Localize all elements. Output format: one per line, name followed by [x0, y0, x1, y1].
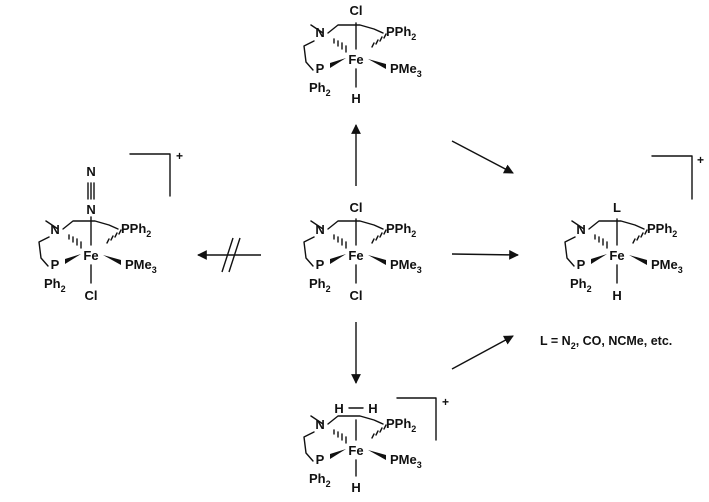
- axial-ligand-top: L: [613, 200, 621, 215]
- metal-center: Fe: [609, 248, 624, 263]
- complex-right-ligand-hydride: L H Fe N P PPh2 PMe3 Ph2: [564, 200, 683, 303]
- axial-ligand-top: Cl: [350, 3, 363, 18]
- charge-bracket-right: [651, 155, 693, 200]
- metal-center: Fe: [83, 248, 98, 263]
- blocked-slash-2: [228, 237, 241, 273]
- pme3-group: PMe3: [390, 61, 422, 79]
- ph2-group: Ph2: [309, 276, 331, 294]
- charge-bracket-left: [129, 153, 171, 197]
- pph2-group: PPh2: [121, 221, 151, 239]
- blocked-slash-1: [221, 237, 234, 273]
- dinitrogen-terminal-n: N: [86, 164, 95, 179]
- amine-nitrogen: N: [315, 417, 324, 432]
- ligand-legend: L = N2, CO, NCMe, etc.: [540, 334, 672, 351]
- phosphine-phosphorus: P: [316, 61, 325, 76]
- arrow-top-to-right: [451, 140, 514, 174]
- ph2-group: Ph2: [44, 276, 66, 294]
- arrow-bottom-to-right: [451, 335, 514, 370]
- charge-sign-right: +: [697, 153, 704, 167]
- pph2-group: PPh2: [386, 221, 416, 239]
- pph2-group: PPh2: [647, 221, 677, 239]
- metal-center: Fe: [348, 248, 363, 263]
- dihydrogen-h-right: H: [368, 401, 377, 416]
- phosphine-phosphorus: P: [577, 257, 586, 272]
- axial-ligand-top: Cl: [350, 200, 363, 215]
- arrow-center-to-right: [451, 249, 519, 260]
- amine-nitrogen: N: [50, 222, 59, 237]
- metal-center: Fe: [348, 52, 363, 67]
- pph2-group: PPh2: [386, 24, 416, 42]
- amine-nitrogen: N: [315, 222, 324, 237]
- complex-left-dinitrogen-chloride: N N Cl Fe N P PPh2 PMe3 Ph2: [38, 164, 157, 303]
- ph2-group: Ph2: [570, 276, 592, 294]
- ph2-group: Ph2: [309, 80, 331, 98]
- dinitrogen-bound-n: N: [86, 202, 95, 217]
- axial-ligand-bottom: H: [351, 480, 360, 495]
- phosphine-phosphorus: P: [51, 257, 60, 272]
- phosphine-phosphorus: P: [316, 257, 325, 272]
- charge-sign-bottom: +: [442, 395, 449, 409]
- complex-bottom-dihydrogen-hydride: H H H Fe N P PPh2 PMe3 Ph2: [303, 401, 422, 495]
- axial-ligand-bottom: H: [612, 288, 621, 303]
- pme3-group: PMe3: [390, 257, 422, 275]
- charge-sign-left: +: [176, 149, 183, 163]
- amine-nitrogen: N: [576, 222, 585, 237]
- amine-nitrogen: N: [315, 25, 324, 40]
- pph2-group: PPh2: [386, 416, 416, 434]
- phosphine-phosphorus: P: [316, 452, 325, 467]
- complex-top-chloride-hydride: Cl H Fe N P PPh2 PMe3 Ph2: [303, 3, 422, 106]
- axial-ligand-bottom: Cl: [350, 288, 363, 303]
- metal-center: Fe: [348, 443, 363, 458]
- ph2-group: Ph2: [309, 471, 331, 489]
- dihydrogen-h-left: H: [334, 401, 343, 416]
- complex-center-dichloride: Cl Cl Fe N P PPh2 PMe3 Ph2: [303, 200, 422, 303]
- axial-ligand-bottom: Cl: [85, 288, 98, 303]
- charge-bracket-bottom: [396, 397, 437, 441]
- axial-ligand-bottom: H: [351, 91, 360, 106]
- pme3-group: PMe3: [651, 257, 683, 275]
- pme3-group: PMe3: [125, 257, 157, 275]
- pme3-group: PMe3: [390, 452, 422, 470]
